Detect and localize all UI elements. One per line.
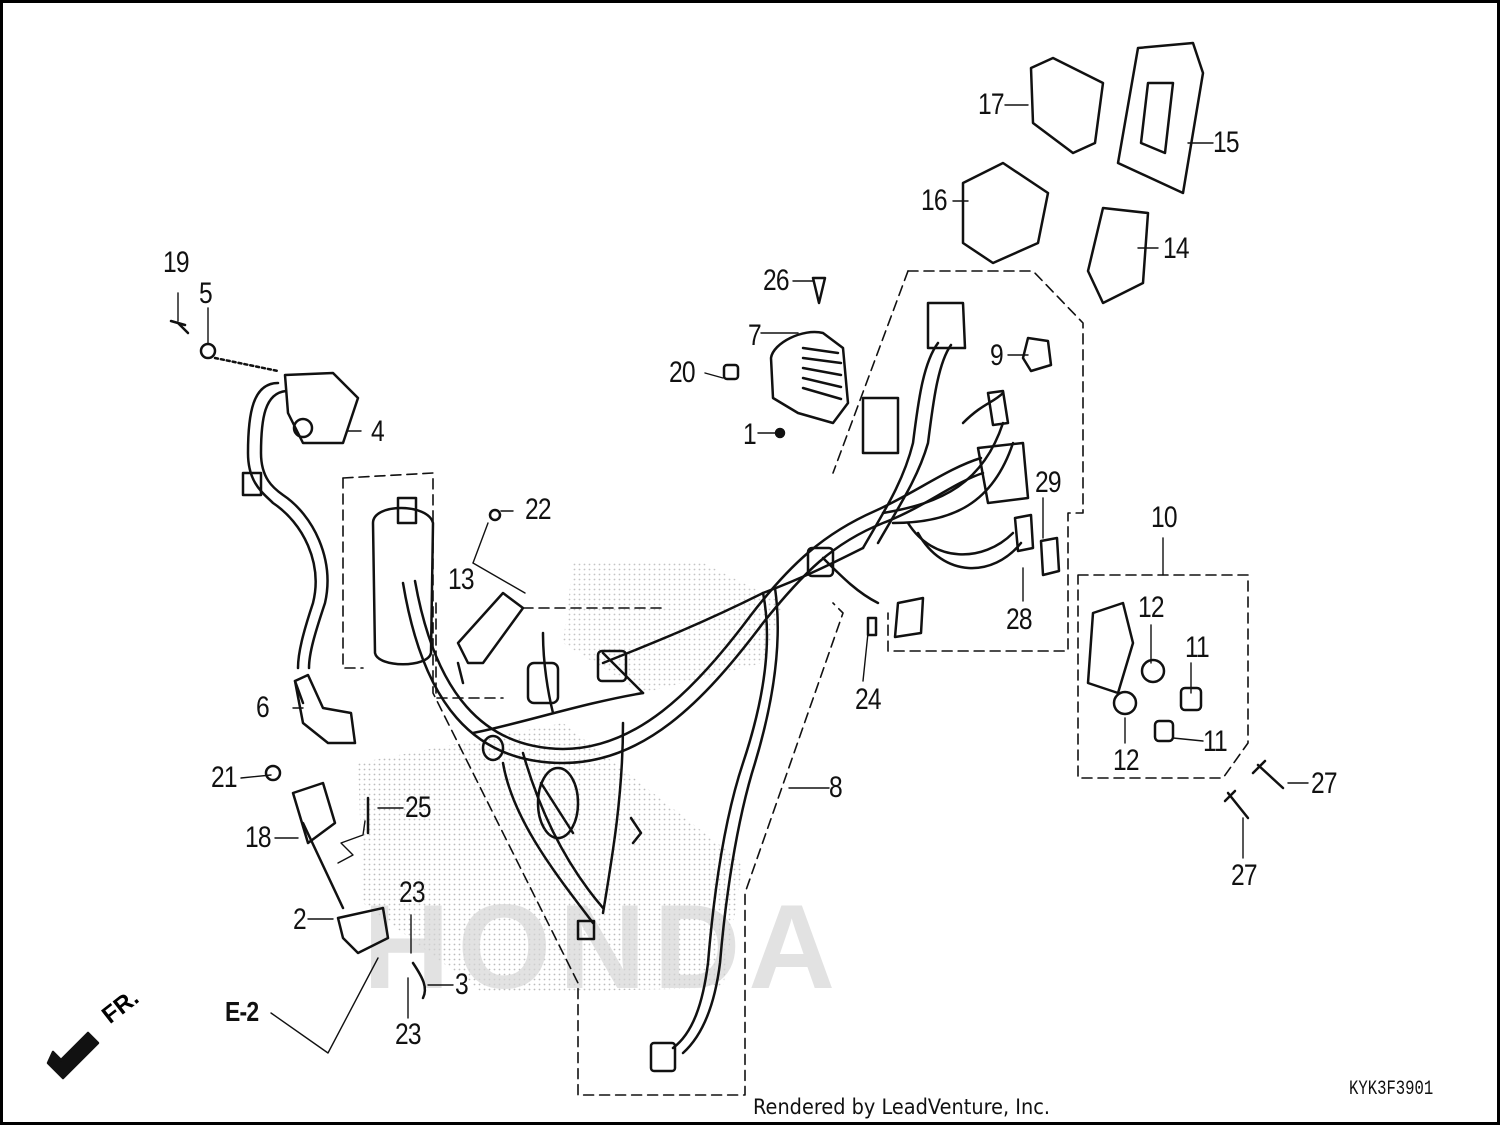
- part-label-20: 20: [669, 356, 696, 389]
- part-label-19: 19: [163, 246, 190, 279]
- part-label-11a: 11: [1185, 631, 1210, 664]
- part-7-cover: [722, 276, 850, 439]
- part-label-24: 24: [855, 683, 882, 716]
- diagram-code: KYK3F3901: [1349, 1078, 1434, 1101]
- svg-text:HONDA: HONDA: [363, 880, 843, 1014]
- part-4-sensor-harness: [169, 319, 360, 670]
- part-label-23a: 23: [399, 876, 426, 909]
- part-label-21: 21: [211, 761, 238, 794]
- small-fasteners: [264, 759, 1285, 1000]
- part-label-12a: 12: [1138, 591, 1165, 624]
- part-label-3: 3: [455, 968, 469, 1001]
- part-label-9: 9: [990, 339, 1004, 372]
- render-credit: Rendered by LeadVenture, Inc.: [753, 1095, 1050, 1119]
- part-label-18: 18: [245, 821, 272, 854]
- part-label-11b: 11: [1203, 725, 1228, 758]
- part-label-10: 10: [1151, 501, 1178, 534]
- part-label-27b: 27: [1231, 859, 1258, 892]
- part-label-12b: 12: [1113, 744, 1140, 777]
- part-label-2: 2: [293, 903, 307, 936]
- part-label-14: 14: [1163, 232, 1190, 265]
- part-label-13: 13: [448, 563, 475, 596]
- part-label-23b: 23: [395, 1018, 422, 1051]
- part-label-5: 5: [199, 277, 213, 310]
- main-harness: [401, 341, 1023, 1073]
- part-6-boot: [293, 673, 357, 745]
- part-label-6: 6: [256, 691, 270, 724]
- part-label-8: 8: [829, 771, 843, 804]
- part-label-16: 16: [921, 184, 948, 217]
- reference-e2: E-2: [225, 996, 259, 1027]
- part-label-28: 28: [1006, 603, 1033, 636]
- part-label-25: 25: [405, 791, 432, 824]
- front-arrow-icon: [46, 1031, 100, 1080]
- relay-connectors: [861, 41, 1205, 637]
- part-label-1: 1: [743, 418, 757, 451]
- part-10-switch-assembly: [1086, 601, 1203, 743]
- part-label-26: 26: [763, 264, 790, 297]
- part-label-29: 29: [1035, 466, 1062, 499]
- part-label-17: 17: [978, 88, 1005, 121]
- part-label-7: 7: [748, 319, 762, 352]
- part-label-4: 4: [371, 415, 385, 448]
- leader-lines: [177, 104, 1309, 1054]
- wire-harness-drawing: HONDA: [46, 41, 1309, 1096]
- part-label-22: 22: [525, 493, 552, 526]
- part-label-15: 15: [1213, 126, 1240, 159]
- part-label-27a: 27: [1311, 767, 1338, 800]
- part-13-coil-component: [371, 496, 525, 685]
